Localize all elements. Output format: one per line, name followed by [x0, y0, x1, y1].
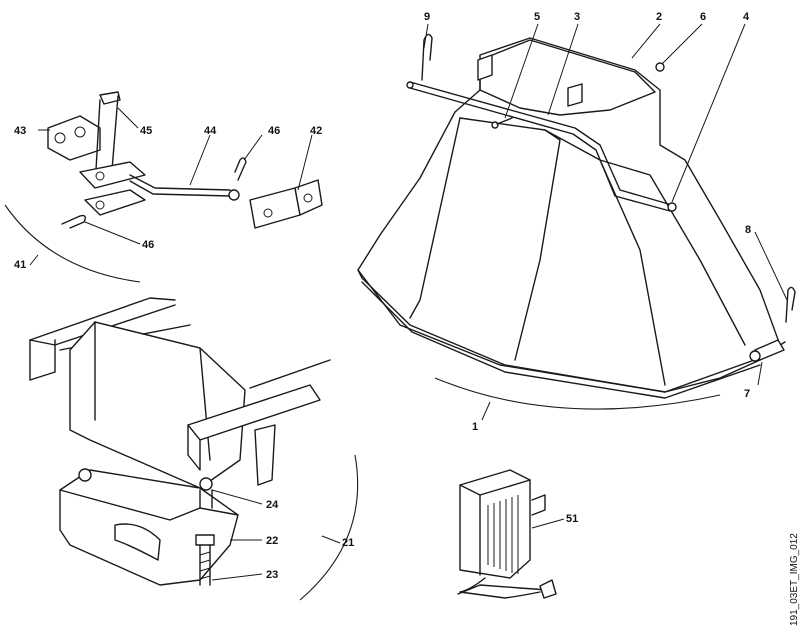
callout-7: 7: [744, 388, 750, 400]
callout-41: 41: [14, 259, 26, 271]
callout-46-lower: 46: [142, 239, 154, 251]
callout-6: 6: [700, 11, 706, 23]
callout-9: 9: [424, 11, 430, 23]
callout-8: 8: [745, 224, 751, 236]
document-id-label: 191_03ET_IMG_012: [789, 533, 800, 626]
callout-44: 44: [204, 125, 217, 137]
leader-lines: [29, 23, 788, 581]
callout-labels: 9 5 3 2 6 4 8 7 1 43 45 44 46 42 46 41 2…: [14, 11, 800, 626]
callout-46-upper: 46: [268, 125, 280, 137]
callout-43: 43: [14, 125, 26, 137]
callout-21: 21: [342, 537, 354, 549]
callout-51: 51: [566, 513, 578, 525]
callout-5: 5: [534, 11, 540, 23]
weight-assembly: [29, 297, 359, 601]
hitch-assembly: [4, 91, 323, 283]
callout-45: 45: [140, 125, 152, 137]
callout-22: 22: [266, 535, 278, 547]
callout-23: 23: [266, 569, 278, 581]
callout-4: 4: [743, 11, 750, 23]
callout-3: 3: [574, 11, 580, 23]
callout-2: 2: [656, 11, 662, 23]
grass-catcher-bag: [357, 33, 796, 410]
callout-1: 1: [472, 421, 478, 433]
battery-charger: [457, 469, 557, 599]
callout-24: 24: [266, 499, 279, 511]
callout-42: 42: [310, 125, 322, 137]
